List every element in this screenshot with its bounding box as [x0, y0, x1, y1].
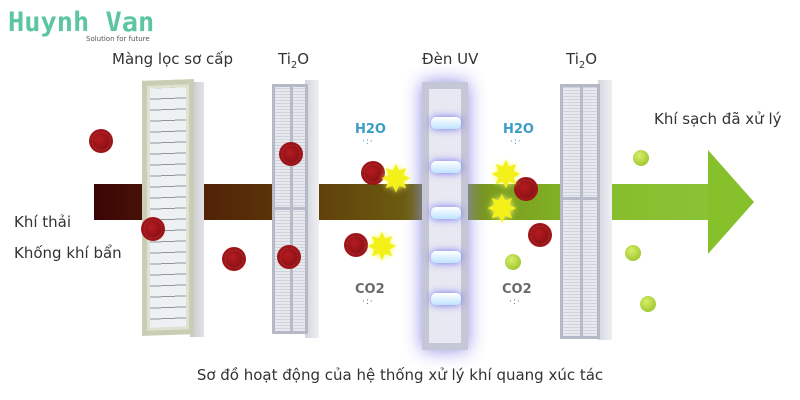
label-pre-filter: Màng lọc sơ cấp	[112, 50, 234, 68]
h2o-label-right: H2O	[503, 122, 534, 137]
contaminant-icon	[282, 145, 300, 163]
clean-particle-icon	[633, 150, 649, 166]
contaminant-icon	[144, 220, 162, 238]
filter-divider	[275, 207, 305, 210]
ti2o-filter-2-side	[598, 80, 612, 340]
uv-tube	[431, 207, 461, 219]
filter-divider	[580, 87, 583, 336]
uv-tube	[431, 293, 461, 305]
label-exhaust: Khí thải	[14, 213, 72, 231]
brand-name: Huynh Van	[8, 7, 155, 38]
contaminant-icon	[92, 132, 110, 150]
pre-filter-panel	[142, 79, 194, 336]
ti2o-1-sub: 2	[290, 60, 298, 71]
h2o-label-left: H2O	[355, 122, 386, 137]
co2-dots-icon: ·:·	[362, 297, 374, 307]
ti2o-filter-1-side	[305, 80, 319, 338]
label-ti2o-2: Ti2O	[566, 50, 597, 71]
co2-dots-icon: ·:·	[509, 297, 521, 307]
contaminant-icon	[531, 226, 549, 244]
h2o-dots-icon: ·:·	[510, 137, 522, 147]
contaminant-icon	[364, 164, 382, 182]
uv-tube	[431, 161, 461, 173]
flash-icon: ✸	[380, 157, 412, 201]
uv-lamp-frame	[422, 82, 468, 350]
label-ti2o-1: Ti2O	[278, 50, 309, 71]
flash-icon: ✸	[486, 187, 518, 231]
ti2o-2-sub: 2	[578, 60, 586, 71]
pre-filter-slats	[150, 87, 186, 328]
co2-label-left: CO2	[355, 282, 385, 297]
uv-tube	[431, 117, 461, 129]
filter-divider	[563, 197, 597, 200]
ti2o-filter-2-panel	[560, 84, 600, 339]
ti2o-filter-1-panel	[272, 84, 308, 334]
contaminant-icon	[517, 180, 535, 198]
clean-particle-icon	[625, 245, 641, 261]
ti2o-2-base: Ti	[566, 50, 579, 68]
ti2o-1-tail: O	[297, 50, 310, 68]
ti2o-2-tail: O	[585, 50, 598, 68]
co2-label-right: CO2	[502, 282, 532, 297]
h2o-dots-icon: ·:·	[362, 137, 374, 147]
uv-tube	[431, 251, 461, 263]
ti2o-1-base: Ti	[278, 50, 291, 68]
clean-particle-icon	[640, 296, 656, 312]
contaminant-icon	[225, 250, 243, 268]
diagram-caption: Sơ đồ hoạt động của hệ thống xử lý khí q…	[196, 366, 604, 384]
label-uv-lamp: Đèn UV	[422, 50, 479, 68]
contaminant-icon	[280, 248, 298, 266]
brand-tagline: Solution for future	[86, 35, 150, 43]
flash-icon: ✸	[490, 153, 522, 197]
flash-icon: ✸	[366, 225, 398, 269]
label-dirty-air: Khống khí bẩn	[14, 244, 122, 262]
arrow-right-icon	[708, 150, 754, 254]
brand-logo: Huynh Van Solution for future	[8, 7, 155, 44]
clean-particle-icon	[505, 254, 521, 270]
contaminant-icon	[347, 236, 365, 254]
label-clean-air: Khí sạch đã xử lý	[654, 110, 782, 128]
